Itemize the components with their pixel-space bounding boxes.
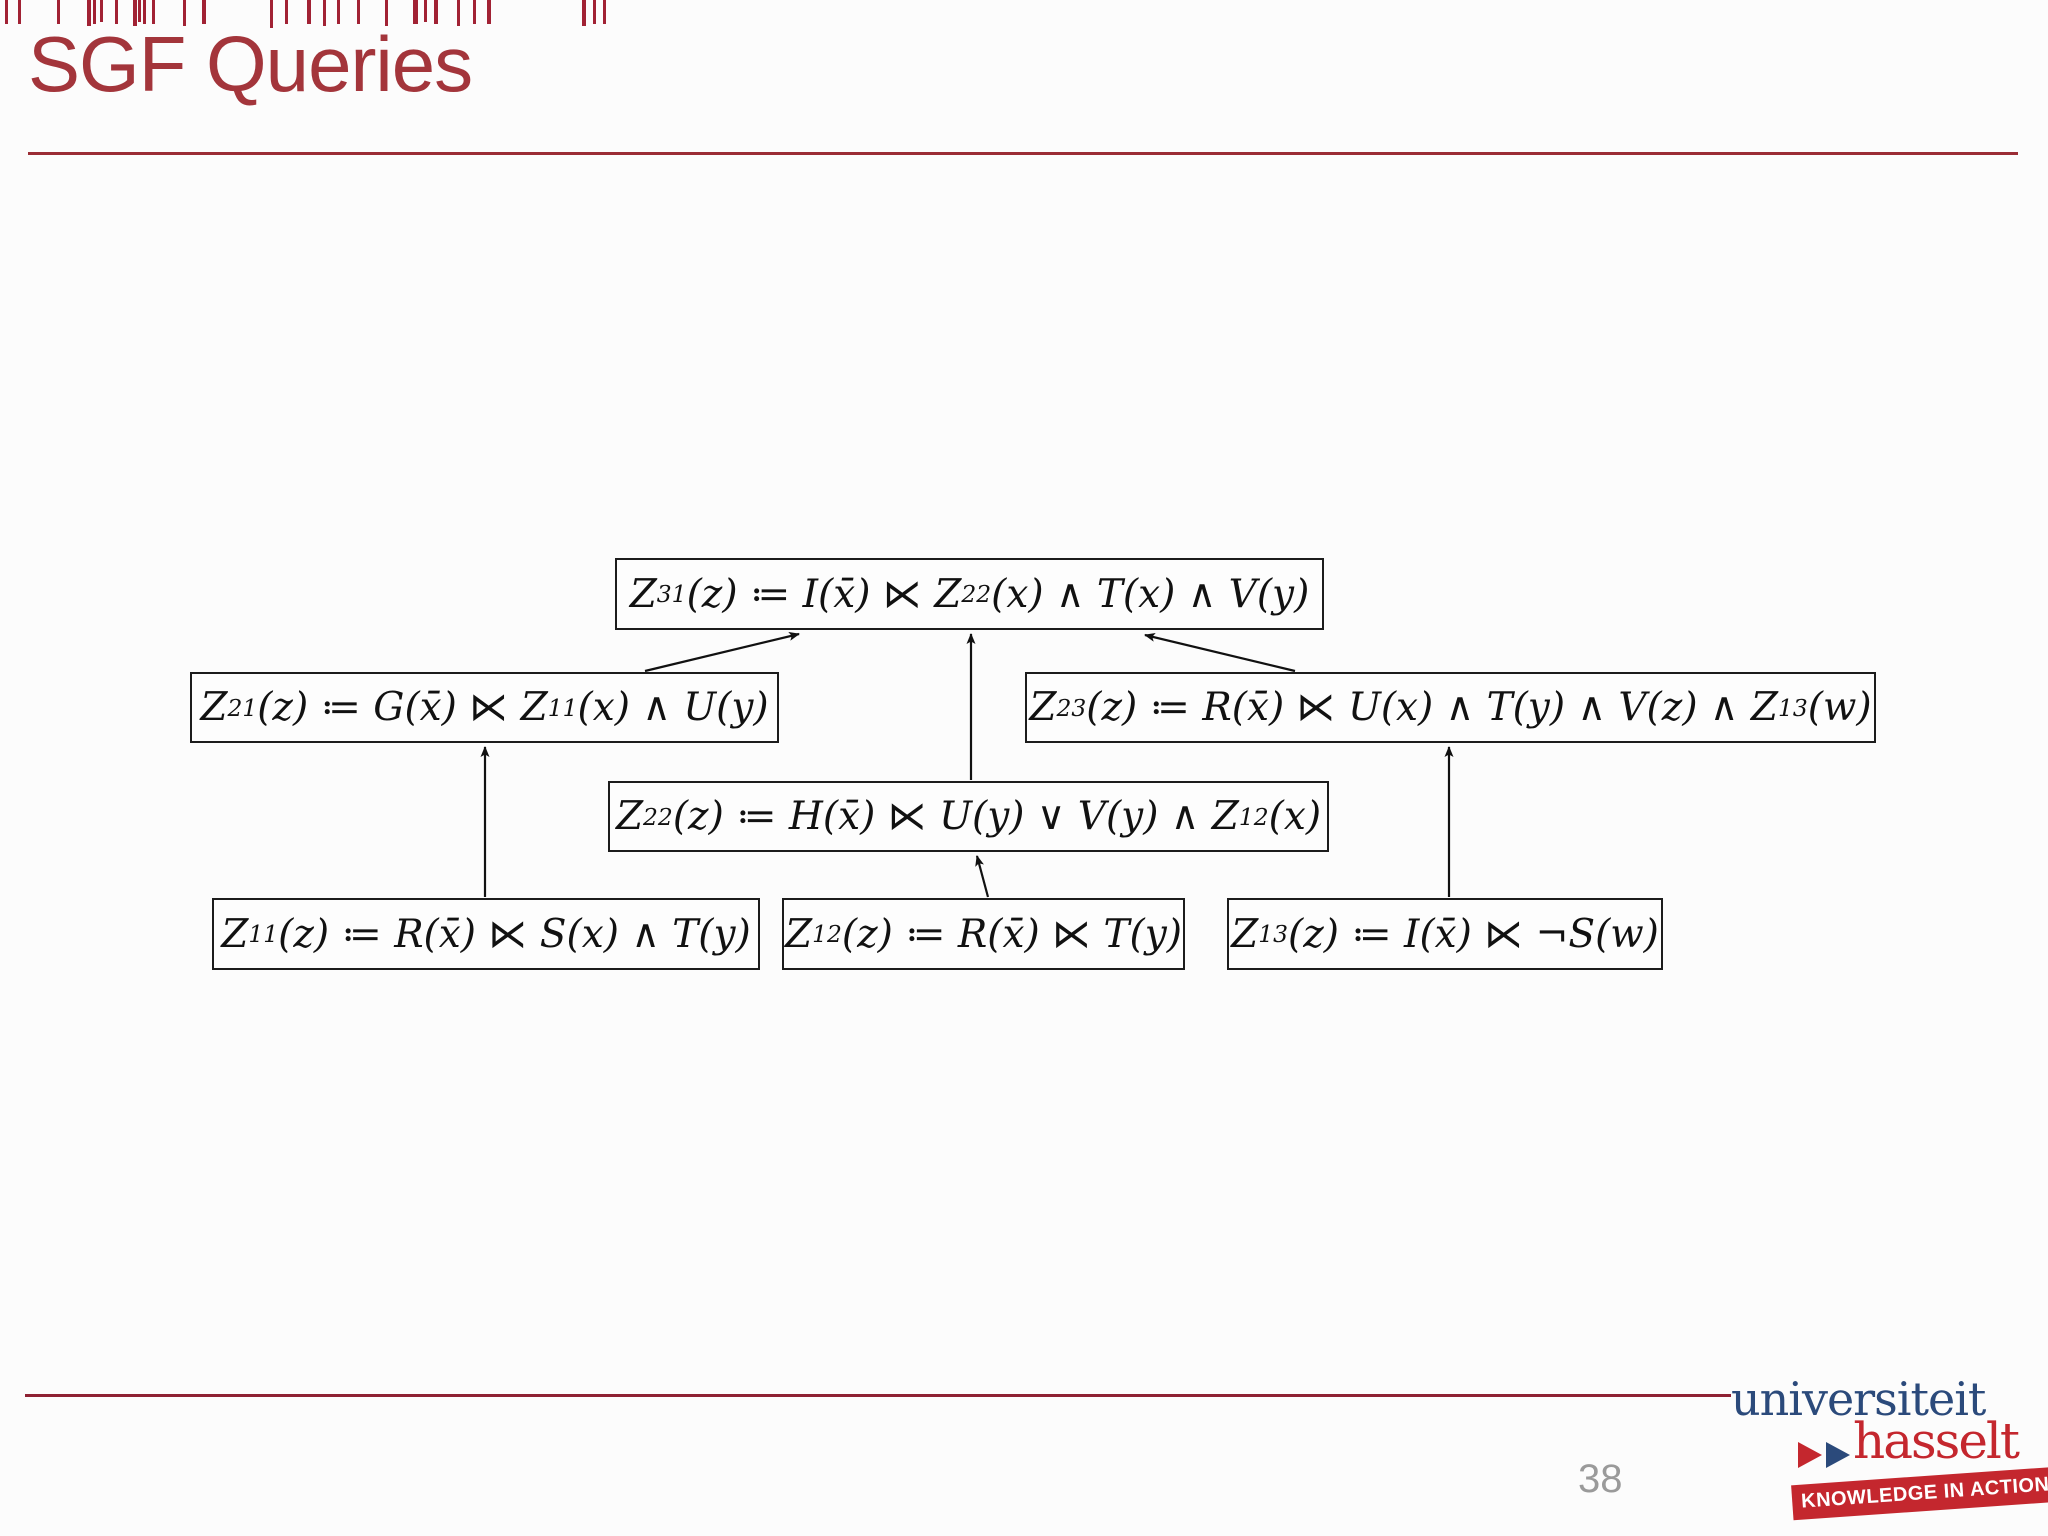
barcode-line bbox=[202, 0, 206, 24]
barcode-line bbox=[115, 0, 118, 24]
barcode-line bbox=[307, 0, 311, 24]
barcode-line bbox=[183, 0, 186, 26]
barcode-line bbox=[270, 0, 273, 28]
barcode-line bbox=[487, 0, 491, 24]
logo-word-universiteit: universiteit bbox=[1731, 1372, 1986, 1426]
barcode-line bbox=[5, 0, 8, 24]
footer-rule bbox=[25, 1394, 1731, 1397]
barcode-line bbox=[152, 0, 155, 24]
barcode-line bbox=[603, 0, 606, 24]
barcode-line bbox=[100, 0, 103, 22]
barcode-line bbox=[357, 0, 360, 24]
barcode-line bbox=[285, 0, 288, 24]
barcode-line bbox=[87, 0, 91, 26]
barcode-line bbox=[457, 0, 460, 26]
edge-z21-to-z31 bbox=[644, 631, 800, 673]
barcode-line bbox=[323, 0, 326, 26]
knowledge-badge: KNOWLEDGE IN ACTION bbox=[1791, 1466, 2048, 1521]
edge-z12-to-z22 bbox=[975, 855, 990, 898]
uhasselt-logo: universiteit hasselt KNOWLEDGE IN ACTION bbox=[1700, 1360, 2048, 1536]
barcode-line bbox=[337, 0, 340, 24]
barcode bbox=[0, 0, 700, 40]
logo-word-hasselt: hasselt bbox=[1853, 1412, 2020, 1470]
barcode-line bbox=[413, 0, 418, 24]
barcode-line bbox=[57, 0, 60, 24]
barcode-line bbox=[18, 0, 21, 24]
barcode-line bbox=[133, 0, 137, 26]
barcode-line bbox=[138, 0, 141, 22]
barcode-line bbox=[593, 0, 596, 24]
barcode-line bbox=[93, 0, 96, 24]
barcode-line bbox=[143, 0, 146, 24]
logo-triangle-red-icon bbox=[1798, 1442, 1822, 1468]
page-title: SGF Queries bbox=[28, 20, 473, 108]
barcode-line bbox=[473, 0, 476, 24]
page-number: 38 bbox=[1578, 1457, 1623, 1501]
logo-triangle-blue-icon bbox=[1826, 1442, 1850, 1468]
barcode-line bbox=[434, 0, 438, 24]
barcode-line bbox=[582, 0, 586, 26]
barcode-line bbox=[424, 0, 427, 22]
title-underline bbox=[28, 152, 2018, 155]
barcode-line bbox=[385, 0, 388, 26]
edge-z23-to-z31 bbox=[1144, 632, 1296, 673]
